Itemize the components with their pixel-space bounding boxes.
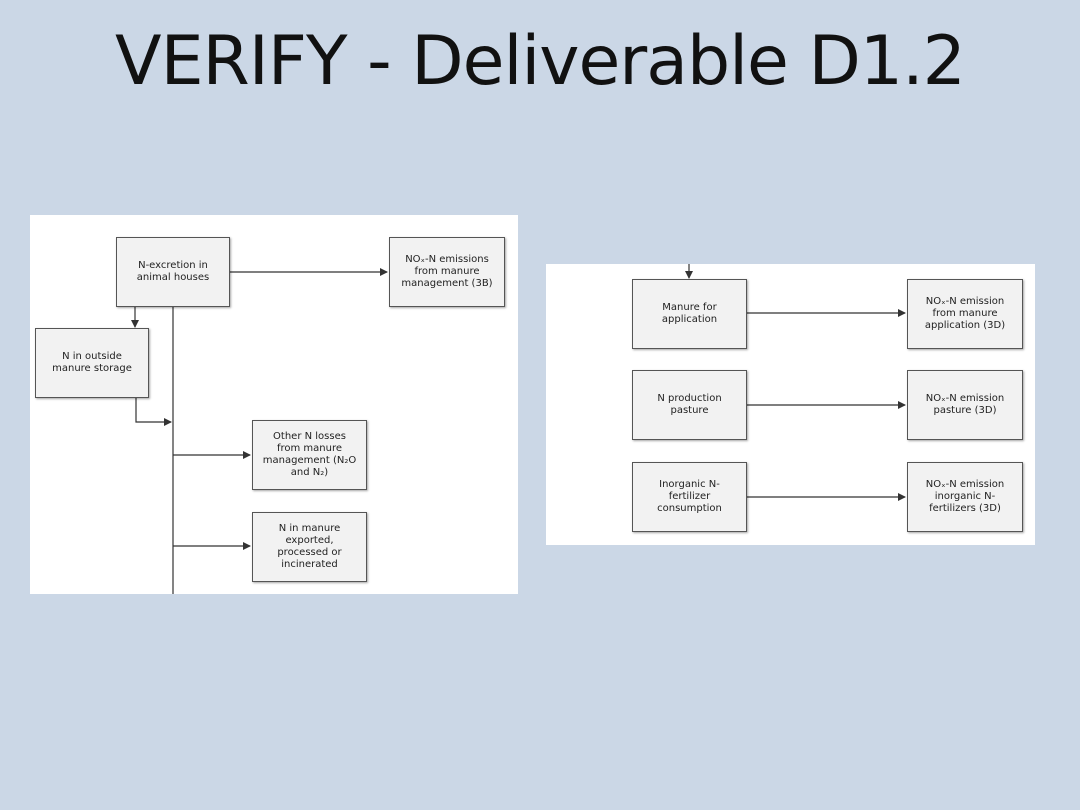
left-flow-diagram: N-excretion in animal houses NOₓ-N emiss… [30,215,518,594]
nox-inorganic-box: NOₓ-N emission inorganic N- fertilizers … [907,462,1023,532]
right-diagram-connectors [685,264,906,501]
n-pasture-box: N production pasture [632,370,747,440]
left-diagram-connectors [131,268,388,594]
nox-manure-management-box: NOₓ-N emissions from manure management (… [389,237,505,307]
inorganic-fertilizer-box: Inorganic N- fertilizer consumption [632,462,747,532]
exported-box: N in manure exported, processed or incin… [252,512,367,582]
manure-application-box: Manure for application [632,279,747,349]
other-losses-box: Other N losses from manure management (N… [252,420,367,490]
right-flow-diagram: Manure for application NOₓ-N emission fr… [546,264,1035,545]
arrow-storage-to-trunk [135,398,172,426]
nox-pasture-box: NOₓ-N emission pasture (3D) [907,370,1023,440]
nox-manure-application-box: NOₓ-N emission from manure application (… [907,279,1023,349]
slide-title: VERIFY - Deliverable D1.2 [115,22,966,101]
outside-storage-box: N in outside manure storage [35,328,149,398]
n-excretion-box: N-excretion in animal houses [116,237,230,307]
